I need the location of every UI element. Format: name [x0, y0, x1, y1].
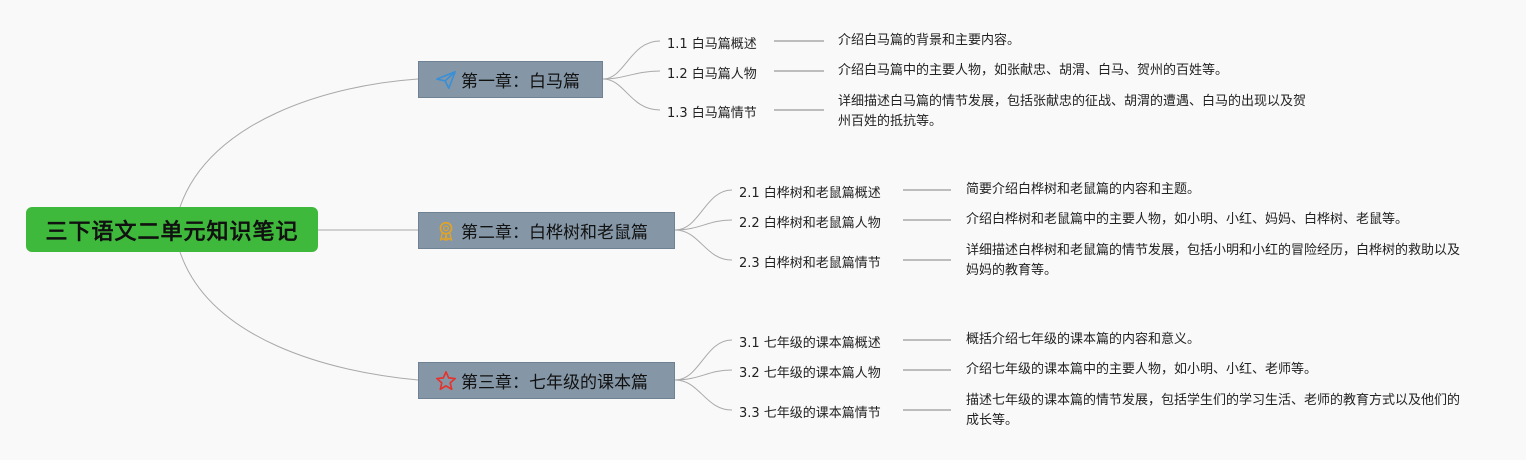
chapter-2-node[interactable]: 第二章：白桦树和老鼠篇: [418, 212, 675, 249]
root-title: 三下语文二单元知识笔记: [45, 219, 299, 245]
section-3-2-desc: 介绍七年级的课本篇中的主要人物，如小明、小红、老师等。: [966, 362, 1318, 377]
section-2-1-desc: 简要介绍白桦树和老鼠篇的内容和主题。: [966, 182, 1201, 197]
chapter-1-node[interactable]: 第一章：白马篇: [418, 61, 603, 98]
section-2-3[interactable]: 2.3 白桦树和老鼠篇情节: [739, 256, 881, 271]
link-ch3-s2: [674, 369, 733, 381]
section-2-2[interactable]: 2.2 白桦树和老鼠篇人物: [739, 216, 881, 231]
link-root-ch3: [179, 251, 419, 381]
section-2-2-desc: 介绍白桦树和老鼠篇中的主要人物，如小明、小红、妈妈、白桦树、老鼠等。: [966, 212, 1409, 227]
section-2-3-desc: 详细描述白桦树和老鼠篇的情节发展，包括小明和小红的冒险经历，白桦树的救助以及妈妈…: [966, 243, 1461, 278]
link-ch2-s2: [674, 219, 733, 231]
paper-plane-icon: [435, 69, 457, 91]
section-3-2[interactable]: 3.2 七年级的课本篇人物: [739, 366, 881, 381]
link-ch1-s1: [602, 40, 661, 80]
link-ch2-s1: [674, 189, 733, 231]
link-ch1-s2: [602, 70, 661, 80]
link-ch2-s3: [674, 229, 733, 261]
section-1-2[interactable]: 1.2 白马篇人物: [667, 67, 757, 82]
section-1-1[interactable]: 1.1 白马篇概述: [667, 37, 757, 52]
link-root-ch1: [179, 78, 419, 208]
link-ch1-s3: [602, 78, 661, 111]
section-1-3-desc: 详细描述白马篇的情节发展，包括张献忠的征战、胡渭的遭遇、白马的出现以及贺州百姓的…: [838, 94, 1307, 129]
chapter-1-title: 第一章：白马篇: [461, 72, 580, 92]
section-1-1-desc: 介绍白马篇的背景和主要内容。: [838, 33, 1021, 48]
chapter-3-node[interactable]: 第三章：七年级的课本篇: [418, 362, 675, 399]
chapter-2-title: 第二章：白桦树和老鼠篇: [461, 223, 648, 243]
section-3-1-desc: 概括介绍七年级的课本篇的内容和意义。: [966, 332, 1201, 347]
section-2-1[interactable]: 2.1 白桦树和老鼠篇概述: [739, 186, 881, 201]
star-icon: [435, 370, 457, 392]
link-ch3-s1: [674, 339, 733, 381]
medal-icon: [435, 220, 457, 242]
section-3-3-desc: 描述七年级的课本篇的情节发展，包括学生们的学习生活、老师的教育方式以及他们的成长…: [966, 393, 1461, 428]
chapter-3-title: 第三章：七年级的课本篇: [461, 373, 648, 393]
section-3-3[interactable]: 3.3 七年级的课本篇情节: [739, 406, 881, 421]
link-ch3-s3: [674, 379, 733, 411]
section-1-2-desc: 介绍白马篇中的主要人物，如张献忠、胡渭、白马、贺州的百姓等。: [838, 63, 1229, 78]
section-1-3[interactable]: 1.3 白马篇情节: [667, 106, 757, 121]
section-3-1[interactable]: 3.1 七年级的课本篇概述: [739, 336, 881, 351]
root-topic[interactable]: 三下语文二单元知识笔记: [26, 207, 318, 252]
